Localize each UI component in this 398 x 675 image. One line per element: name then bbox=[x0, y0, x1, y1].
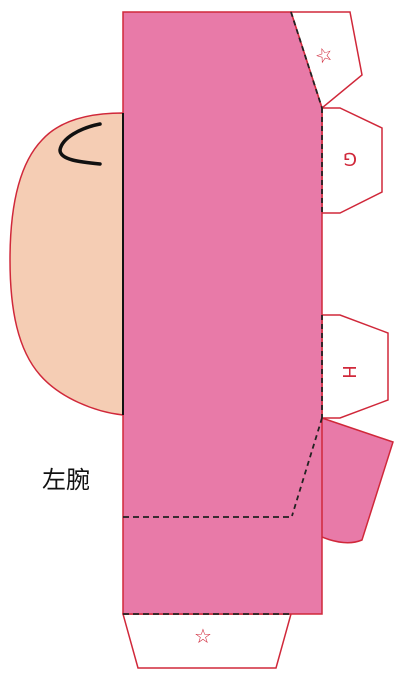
hand-piece bbox=[9, 112, 124, 416]
part-label: 左腕 bbox=[42, 466, 90, 494]
bottom-tab-star-icon: ☆ bbox=[194, 624, 212, 648]
side-flap-fold-line bbox=[291, 417, 323, 517]
tab-g-letter: G bbox=[343, 148, 357, 169]
top-tab-fold-line bbox=[290, 11, 323, 109]
hand-curl-line bbox=[58, 122, 102, 166]
tab-h-letter: H bbox=[338, 365, 359, 379]
arm-strip bbox=[122, 11, 323, 615]
